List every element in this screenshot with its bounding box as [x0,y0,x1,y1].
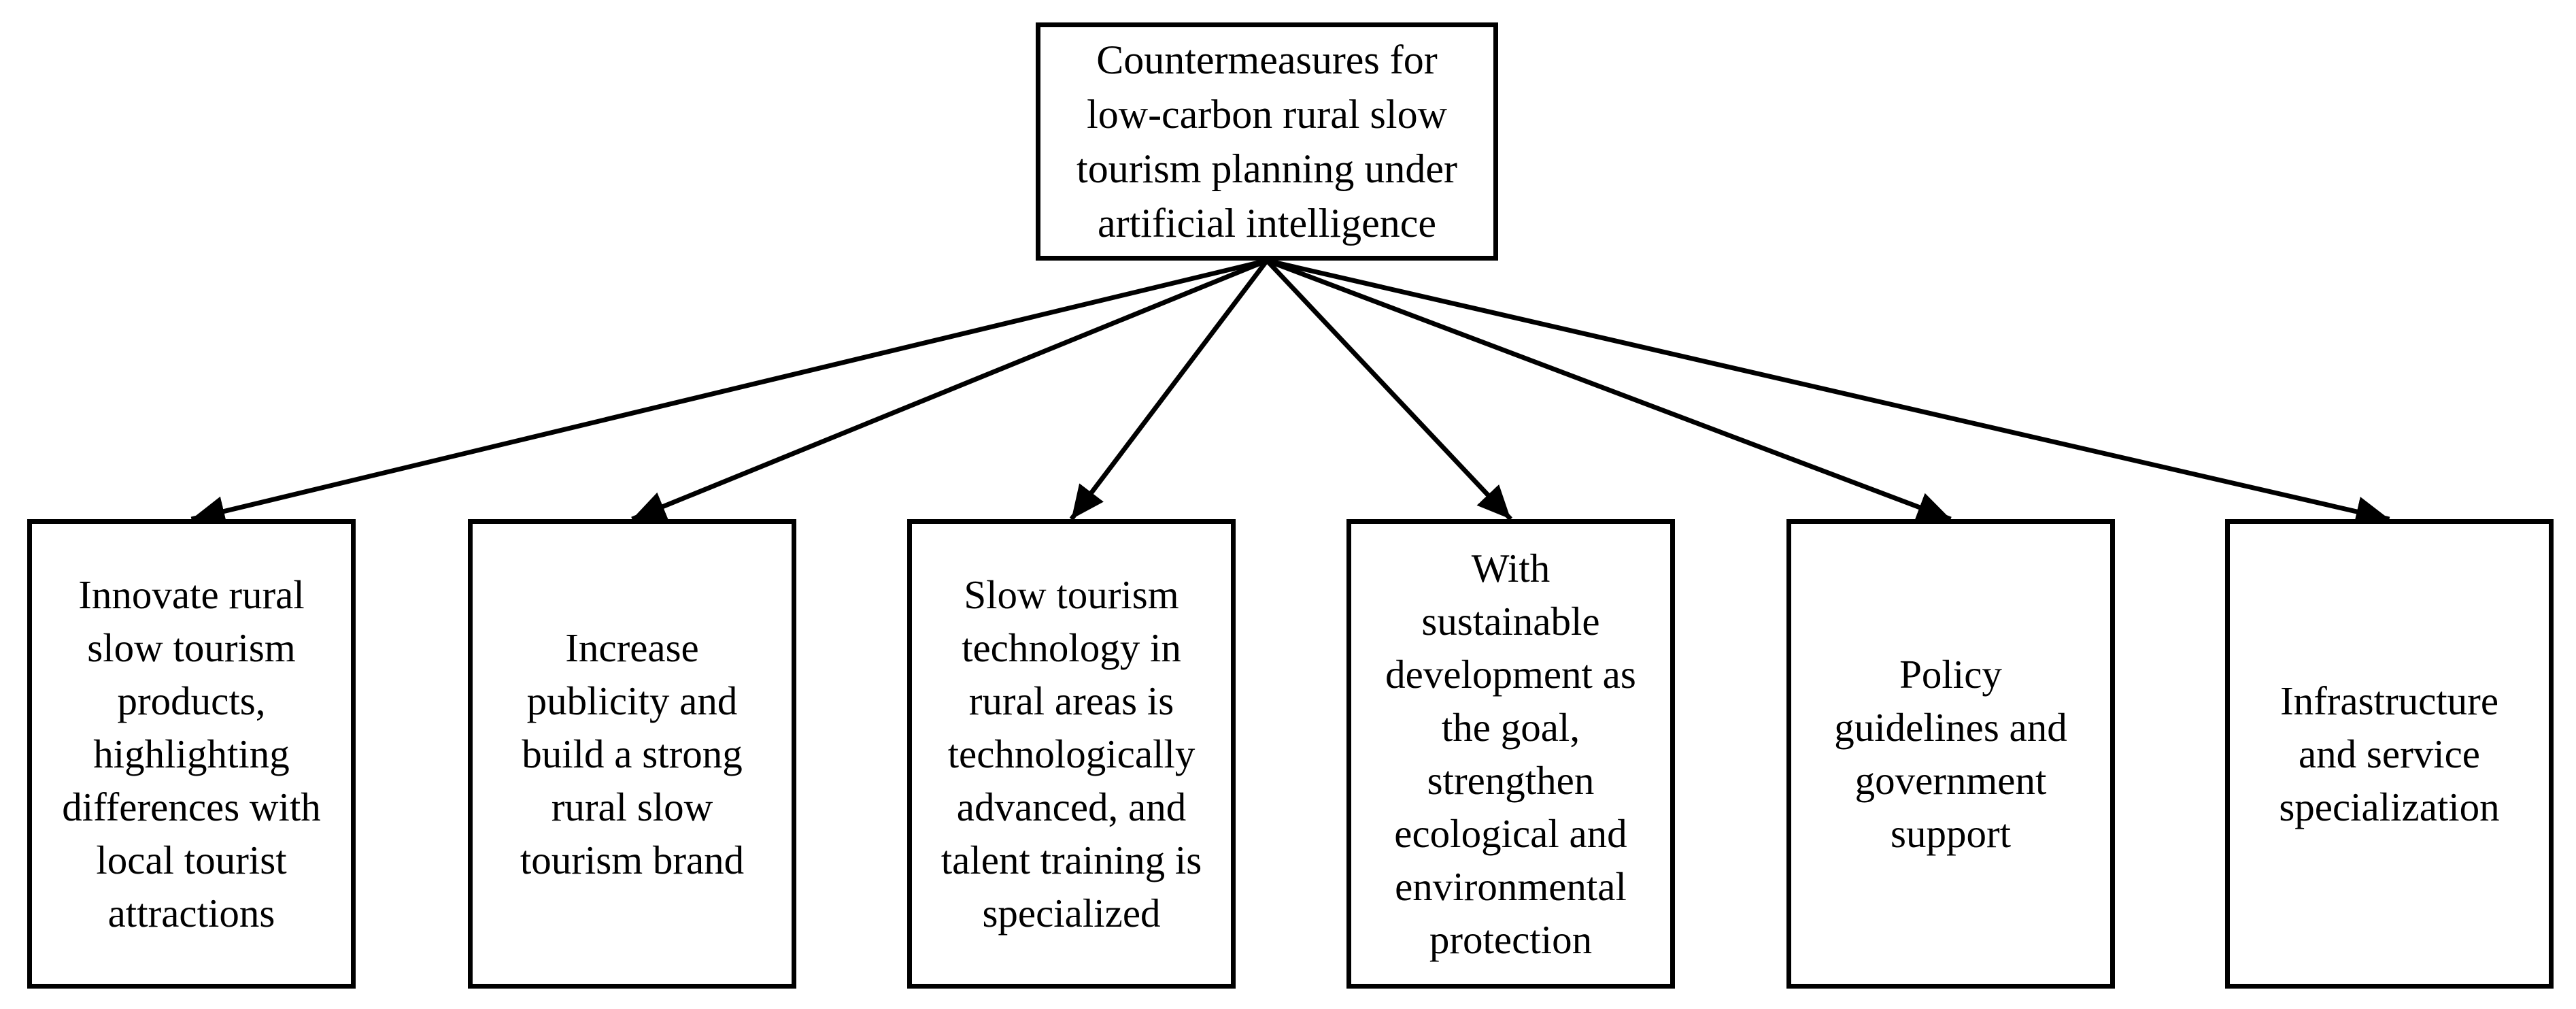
child-node-label: Innovate rural slow tourism products, hi… [62,572,321,936]
connector-arrow-3 [1069,259,1269,521]
child-node-sustainable-development: With sustainable development as the goal… [1346,519,1675,989]
child-node-infrastructure-service: Infrastructure and service specializatio… [2225,519,2554,989]
connector-arrow-1 [190,258,1268,527]
child-node-label: Slow tourism technology in rural areas i… [940,572,1202,936]
connector-arrow-5 [1266,258,1952,522]
child-node-label: Infrastructure and service specializatio… [2279,678,2500,829]
root-node: Countermeasures for low-carbon rural slo… [1036,22,1498,261]
child-node-publicity-brand: Increase publicity and build a strong ru… [468,519,796,989]
child-node-label: With sustainable development as the goal… [1385,546,1636,962]
child-node-technology-talent: Slow tourism technology in rural areas i… [907,519,1236,989]
root-node-label: Countermeasures for low-carbon rural slo… [1077,37,1457,246]
child-node-product-innovation: Innovate rural slow tourism products, hi… [27,519,356,989]
child-node-policy-support: Policy guidelines and government support [1786,519,2115,989]
connector-arrow-6 [1266,258,2390,527]
connector-arrow-4 [1265,259,1513,521]
child-node-label: Policy guidelines and government support [1834,652,2067,856]
child-node-label: Increase publicity and build a strong ru… [520,625,745,882]
connector-arrow-2 [631,258,1268,522]
